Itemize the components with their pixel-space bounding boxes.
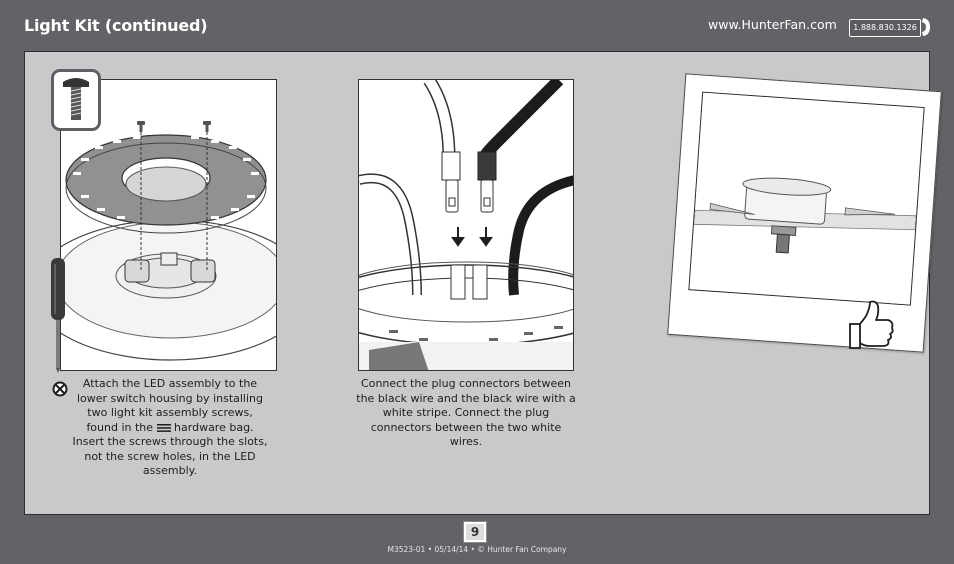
- wire-connectors-illustration: [358, 79, 574, 371]
- completed-fixture-photo: [667, 73, 942, 353]
- website-link[interactable]: www.HunterFan.com: [708, 17, 837, 32]
- no-symbol-icon: [52, 381, 68, 397]
- screw-icon: [51, 69, 101, 131]
- screwdriver-icon: [51, 258, 65, 373]
- page-title: Light Kit (continued): [24, 16, 208, 35]
- page-number: 9: [463, 521, 487, 543]
- phone-number[interactable]: 1.888.830.1326: [849, 19, 921, 37]
- thumbs-up-icon: [849, 300, 894, 349]
- step2-caption: Connect the plug connectors between the …: [356, 377, 576, 448]
- phone-icon: [922, 18, 930, 36]
- step1-caption-end: hardware bag. Insert the screws through …: [72, 420, 268, 478]
- footer-doc-info: M3523-01 • 05/14/14 • © Hunter Fan Compa…: [387, 545, 567, 554]
- photo-image: [688, 91, 925, 306]
- step1-caption-start: Attach the LED assembly to the lower swi…: [76, 377, 264, 434]
- hardware-bag-icon: [156, 423, 171, 432]
- step1-caption: Attach the LED assembly to the lower swi…: [70, 377, 270, 479]
